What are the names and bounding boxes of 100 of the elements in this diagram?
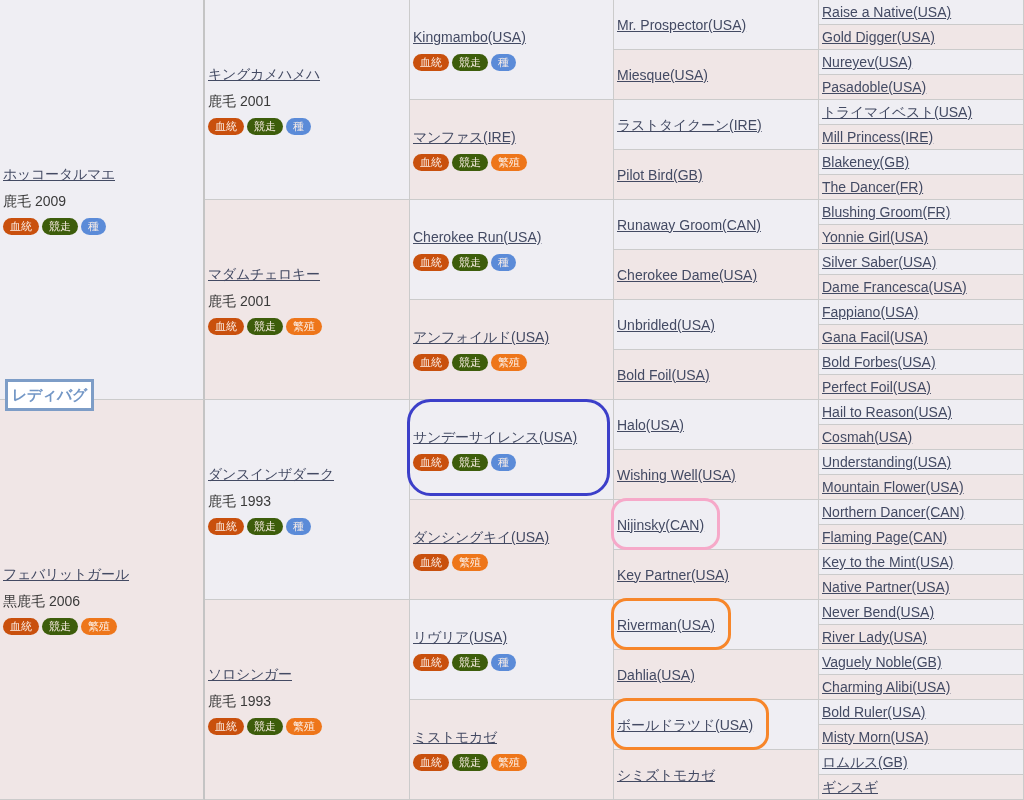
pedigree-cell — [819, 775, 1024, 800]
horse-name-link: シミズトモカゼ — [617, 765, 715, 784]
bloodline-button: 血統 — [413, 754, 449, 771]
pedigree-cell — [819, 600, 1024, 625]
stallion-button: 種 — [286, 117, 311, 135]
horse-name-link: Bold Foil(USA) — [617, 365, 710, 384]
stallion-button: 種 — [491, 454, 516, 471]
subject-horse-label: レディバグ — [5, 379, 94, 411]
horse-name-link: Kingmambo(USA) — [413, 28, 526, 46]
horse-name-link: ダンシングキイ(USA) — [413, 528, 550, 546]
pedigree-cell — [0, 400, 205, 800]
pedigree-cell — [614, 450, 819, 500]
race-record-button: 競走 — [452, 154, 488, 171]
pedigree-cell — [614, 750, 819, 800]
horse-name-link: Nijinsky(CAN) — [617, 515, 705, 534]
pedigree-cell — [205, 0, 410, 200]
race-record-button: 競走 — [42, 217, 78, 235]
pedigree-cell — [614, 100, 819, 150]
pedigree-cell — [819, 300, 1024, 325]
horse-name-link: Nureyev(USA) — [822, 53, 913, 71]
pedigree-cell — [614, 600, 819, 650]
bloodline-button: 血統 — [413, 254, 449, 271]
horse-name-link: Pasadoble(USA) — [822, 78, 927, 96]
horse-name-link: Fappiano(USA) — [822, 303, 919, 321]
broodmare-button: 繁殖 — [491, 354, 527, 371]
bloodline-button: 血統 — [208, 517, 244, 535]
horse-name-link: Bold Ruler(USA) — [822, 703, 926, 721]
horse-name-link: ミストモカゼ — [413, 728, 497, 746]
horse-name-link: Riverman(USA) — [617, 615, 715, 634]
pedigree-cell — [819, 550, 1024, 575]
horse-name-link: Charming Alibi(USA) — [822, 678, 951, 696]
pedigree-cell — [410, 500, 614, 600]
horse-name-link: Raise a Native(USA) — [822, 3, 952, 21]
horse-name-link: Mill Princess(IRE) — [822, 128, 934, 146]
horse-name-link: Mountain Flower(USA) — [822, 478, 964, 496]
bloodline-button: 血統 — [208, 717, 244, 735]
bloodline-button: 血統 — [208, 317, 244, 335]
race-record-button: 競走 — [452, 54, 488, 71]
pedigree-cell — [819, 525, 1024, 550]
coat-and-birth-year: 鹿毛 2001 — [208, 291, 272, 310]
horse-name-link: ボールドラツド(USA) — [617, 715, 754, 734]
pedigree-cell — [819, 325, 1024, 350]
broodmare-button: 繁殖 — [286, 717, 322, 735]
race-record-button: 競走 — [452, 654, 488, 671]
horse-name-link: Cherokee Run(USA) — [413, 228, 542, 246]
pedigree-cell — [614, 550, 819, 600]
pedigree-cell — [819, 475, 1024, 500]
stallion-button: 種 — [491, 254, 516, 271]
horse-name-link: Yonnie Girl(USA) — [822, 228, 929, 246]
horse-name-link: Perfect Foil(USA) — [822, 378, 931, 396]
horse-name-link: Blakeney(GB) — [822, 153, 910, 171]
pedigree-cell — [205, 600, 410, 800]
horse-name-link: トライマイベスト(USA) — [822, 103, 973, 121]
stallion-button: 種 — [491, 54, 516, 71]
horse-name-link: Key Partner(USA) — [617, 565, 730, 584]
race-record-button: 競走 — [247, 717, 283, 735]
pedigree-cell — [410, 300, 614, 400]
pedigree-cell — [410, 100, 614, 200]
race-record-button: 競走 — [452, 754, 488, 771]
pedigree-cell — [819, 50, 1024, 75]
horse-name-link: Runaway Groom(CAN) — [617, 215, 761, 234]
coat-and-birth-year: 鹿毛 1993 — [208, 691, 272, 710]
horse-name-link: Mr. Prospector(USA) — [617, 15, 747, 34]
horse-name-link: Dame Francesca(USA) — [822, 278, 967, 296]
horse-name-link: Understanding(USA) — [822, 453, 952, 471]
race-record-button: 競走 — [247, 317, 283, 335]
race-record-button: 競走 — [247, 117, 283, 135]
pedigree-cell — [819, 225, 1024, 250]
horse-name-link: キングカメハメハ — [208, 64, 320, 83]
pedigree-cell — [410, 700, 614, 800]
horse-name-link: マダムチェロキー — [208, 264, 320, 283]
pedigree-cell — [0, 0, 205, 400]
pedigree-cell — [819, 575, 1024, 600]
pedigree-cell — [819, 250, 1024, 275]
coat-and-birth-year: 黒鹿毛 2006 — [3, 591, 81, 610]
horse-name-link: Gana Facil(USA) — [822, 328, 928, 346]
race-record-button: 競走 — [452, 454, 488, 471]
pedigree-cell — [614, 250, 819, 300]
pedigree-cell — [819, 125, 1024, 150]
pedigree-cell — [819, 200, 1024, 225]
horse-name-link: Never Bend(USA) — [822, 603, 935, 621]
pedigree-cell — [614, 300, 819, 350]
bloodline-button: 血統 — [413, 354, 449, 371]
horse-name-link: The Dancer(FR) — [822, 178, 924, 196]
pedigree-cell — [614, 700, 819, 750]
horse-name-link: Gold Digger(USA) — [822, 28, 935, 46]
pedigree-cell — [819, 500, 1024, 525]
pedigree-cell — [819, 350, 1024, 375]
coat-and-birth-year: 鹿毛 1993 — [208, 491, 272, 510]
bloodline-button: 血統 — [208, 117, 244, 135]
stallion-button: 種 — [81, 217, 106, 235]
pedigree-cell — [819, 0, 1024, 25]
pedigree-cell — [410, 600, 614, 700]
pedigree-cell — [819, 100, 1024, 125]
broodmare-button: 繁殖 — [491, 754, 527, 771]
race-record-button: 競走 — [452, 354, 488, 371]
horse-name-link: Cherokee Dame(USA) — [617, 265, 758, 284]
bloodline-button: 血統 — [413, 654, 449, 671]
horse-name-link: River Lady(USA) — [822, 628, 928, 646]
stallion-button: 種 — [286, 517, 311, 535]
